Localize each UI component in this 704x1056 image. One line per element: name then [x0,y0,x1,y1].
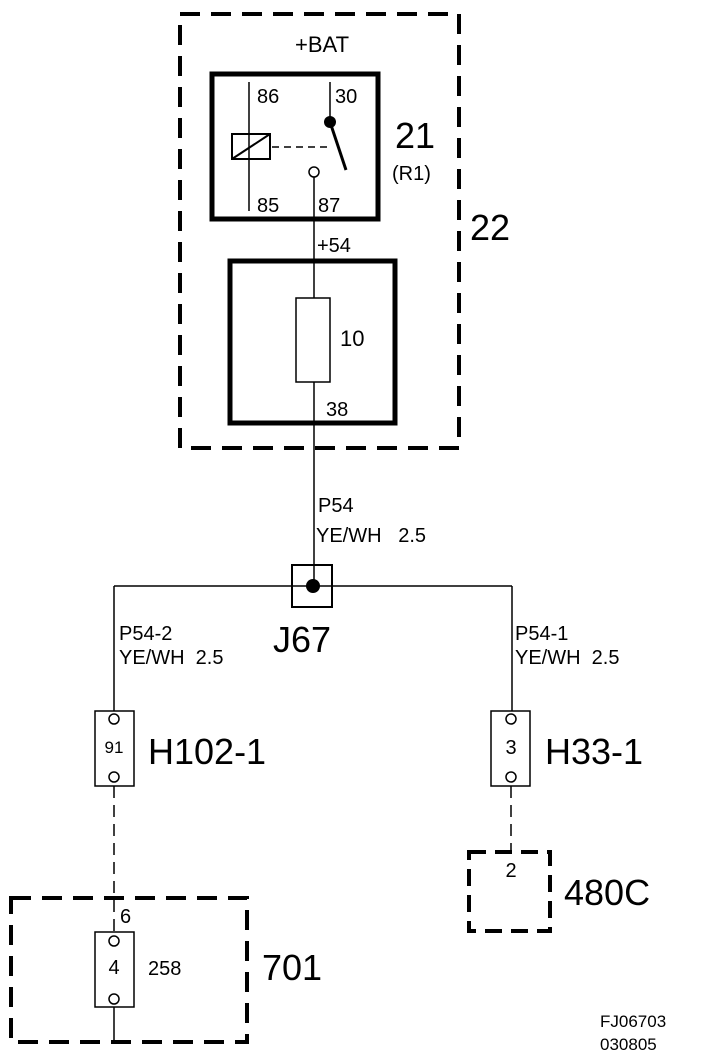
module-22-outline [178,12,461,450]
connector-h33-1-pin: 3 [505,737,516,759]
relay-pin-30: 30 [335,86,357,108]
module-22-label: 22 [470,207,510,248]
junction-j67: J67 [114,564,512,660]
module-701-label: 701 [262,947,322,988]
right-wire-spec: YE/WH 2.5 [515,647,619,669]
output-label: +54 [317,235,351,257]
relay-ref: (R1) [392,163,431,185]
module-701-pin-inner: 4 [108,957,119,979]
module-480c-outline [467,850,552,933]
main-wire-spec: YE/WH 2.5 [316,525,426,547]
module-701: 6 4 258 [9,896,249,1044]
junction-label: J67 [273,619,331,660]
relay-coil-icon [231,133,271,160]
connector-h33-1-label: H33-1 [545,731,643,772]
connector-h102-1-label: H102-1 [148,731,266,772]
connector-h102-1-pin: 91 [105,738,124,757]
connector-h33-1: 3 [490,710,531,787]
footer-date: 030805 [600,1035,657,1054]
junction-box [291,564,333,608]
relay-contact-87 [308,166,320,178]
connector-h102-1: 91 [94,710,135,787]
relay-number: 21 [395,115,435,156]
right-branch: P54-1 YE/WH 2.5 3 H33-1 2 480C [467,586,650,933]
junction-dot [306,579,320,593]
relay-21-box [209,71,381,222]
main-wire-name: P54 [318,495,354,517]
supply-label: +BAT [295,32,349,57]
fuse-icon [295,297,331,383]
footer-code: FJ06703 [600,1012,666,1031]
left-wire-spec: YE/WH 2.5 [119,647,223,669]
module-701-pin-side: 258 [148,958,181,980]
relay-pin-86: 86 [257,86,279,108]
module-480c: 2 [467,850,552,933]
right-wire-name: P54-1 [515,623,568,645]
relay-pin-85: 85 [257,195,279,217]
module-701-pin-top: 6 [120,906,131,928]
relay-pin-87: 87 [318,195,340,217]
module-701-outline [9,896,249,1044]
fuse-10: 10 38 [227,258,398,426]
relay-21: 86 30 85 87 [209,71,381,222]
fuse-pin: 38 [326,399,348,421]
fuse-box [227,258,398,426]
fuse-number: 10 [340,326,364,351]
module-22: 22 +BAT 86 30 85 87 21 (R1) +54 10 [178,12,510,450]
left-wire-name: P54-2 [119,623,172,645]
module-480c-pin: 2 [505,860,516,882]
relay-switch-arm [328,121,348,171]
module-480c-label: 480C [564,872,650,913]
left-branch: P54-2 YE/WH 2.5 91 H102-1 6 4 258 701 [9,586,322,1044]
